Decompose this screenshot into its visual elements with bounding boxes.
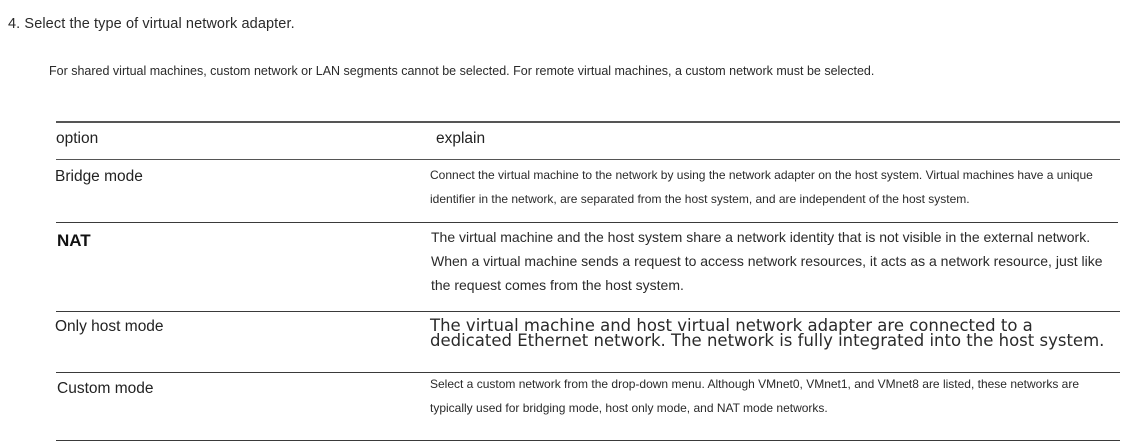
row-divider <box>56 311 1120 312</box>
option-label: NAT <box>57 231 91 250</box>
row-divider <box>56 372 1120 373</box>
column-header-option: option <box>56 130 99 147</box>
option-explanation: Select a custom network from the drop-do… <box>430 377 1080 415</box>
intro-note: For shared virtual machines, custom netw… <box>49 64 875 78</box>
column-header-explain: explain <box>436 130 486 147</box>
option-explanation: The virtual machine and the host system … <box>431 229 1103 293</box>
table-bottom-rule <box>56 440 1120 441</box>
table-header-rule <box>56 159 1120 160</box>
option-label: Only host mode <box>55 318 164 335</box>
row-divider <box>56 222 1118 223</box>
option-label: Bridge mode <box>55 168 143 185</box>
option-label: Custom mode <box>57 380 154 397</box>
option-explanation: The virtual machine and host virtual net… <box>430 316 1105 350</box>
option-explanation: Connect the virtual machine to the netwo… <box>430 168 1093 206</box>
step-heading: 4. Select the type of virtual network ad… <box>8 16 295 32</box>
table-top-rule <box>56 121 1120 123</box>
